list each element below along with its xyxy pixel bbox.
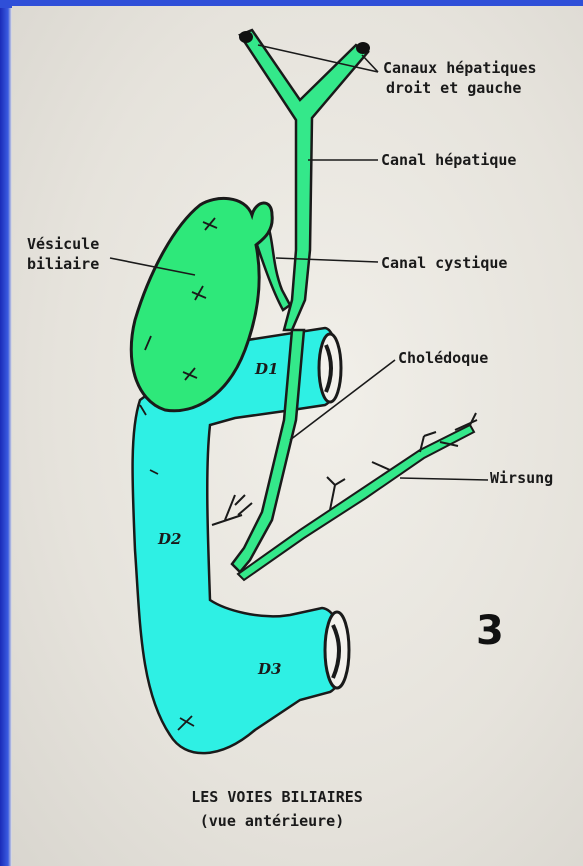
leader-wirsung [400, 478, 488, 480]
caption-subtitle: (vue antérieure) [142, 812, 402, 830]
label-canal-hepatique: Canal hépatique [381, 152, 516, 169]
segment-d2: D2 [158, 530, 181, 548]
label-wirsung: Wirsung [490, 470, 553, 487]
caption-title: LES VOIES BILIAIRES [147, 788, 407, 806]
label-canaux-hepatiques-1: Canaux hépatiques [383, 60, 537, 77]
segment-d3: D3 [258, 660, 281, 678]
label-choledoque: Cholédoque [398, 350, 488, 367]
label-canaux-hepatiques-2: droit et gauche [386, 80, 521, 97]
label-vesicule-2: biliaire [27, 256, 99, 273]
leader-cystique [276, 258, 378, 262]
figure-number: 3 [476, 608, 504, 654]
segment-d1: D1 [255, 360, 278, 378]
label-vesicule-1: Vésicule [27, 236, 99, 253]
label-canal-cystique: Canal cystique [381, 255, 507, 272]
